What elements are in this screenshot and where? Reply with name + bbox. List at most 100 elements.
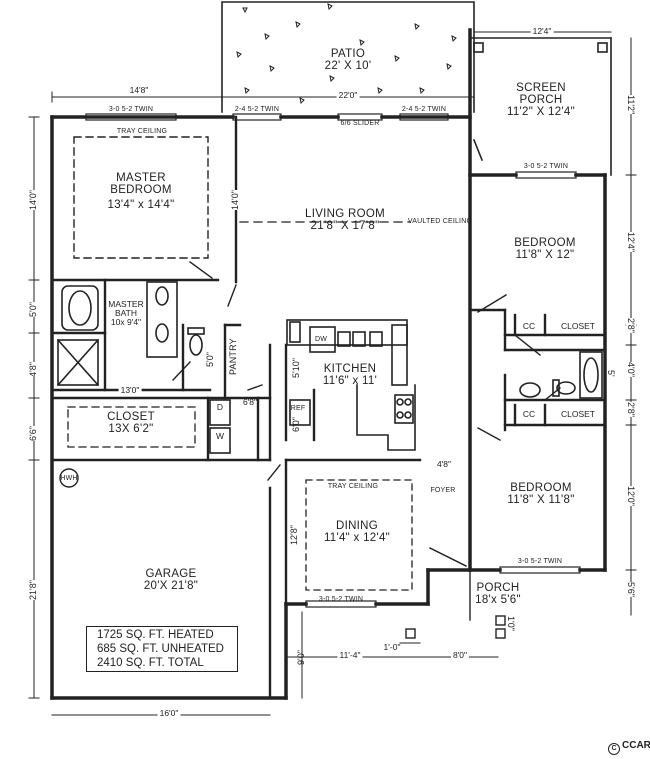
dim-bottom-porch: 8'0" <box>450 650 470 660</box>
ref-note: REF <box>290 405 306 412</box>
dim-right-closet-lower: 2'8" <box>626 402 636 417</box>
dim-right-bedroom-lower: 12'0" <box>626 486 636 506</box>
closet-shelf-lines <box>67 406 196 448</box>
garage-fixtures <box>59 468 79 488</box>
master-bedroom-label: MASTER BEDROOM 13'4" x 14'4" <box>108 172 175 211</box>
master-bedroom-name-1: MASTER <box>116 172 166 184</box>
window-bedroom-upper: 3-0 5-2 TWIN <box>523 163 569 170</box>
bedroom-lower-dims: 11'8" X 11'8" <box>507 494 575 507</box>
living-room-name: LIVING ROOM <box>305 208 385 220</box>
dim-patio-width: 22'0" <box>336 90 360 100</box>
hwh-note: HWH <box>60 475 78 482</box>
dim-top-left-width: 14'8" <box>129 85 149 95</box>
bedroom-lower-name: BEDROOM <box>510 482 572 494</box>
bedroom-lower-label: BEDROOM 11'8" X 11'8" <box>507 482 574 506</box>
master-bedroom-dims: 13'4" x 14'4" <box>107 199 175 212</box>
patio-gravel <box>236 3 457 105</box>
porch-posts <box>405 569 506 639</box>
dim-dining-left: 12'8" <box>289 525 299 545</box>
kitchen-label: KITCHEN 11'6" x 11' <box>323 363 377 387</box>
sqft-total: 2410 SQ. FT. TOTAL <box>97 657 204 669</box>
dim-bottom-left-small: 9'0" <box>296 650 306 665</box>
window-dining: 3-0 5-2 TWIN <box>318 596 364 603</box>
windows <box>85 113 581 608</box>
window-living-left: 2-4 5-2 TWIN <box>234 106 280 113</box>
dim-bath-inner: 5'0" <box>205 352 215 367</box>
screen-porch-outline <box>469 37 612 176</box>
dim-right-screen-porch: 11'2" <box>626 95 636 115</box>
bedroom-upper-dims: 11'8" X 12" <box>515 249 575 262</box>
window-master: 3-0 5-2 TWIN <box>108 106 154 113</box>
dim-right-bedroom-upper: 12'4" <box>626 232 636 252</box>
garage-label: GARAGE 20'X 21'8" <box>144 568 198 592</box>
dim-left-closet: 6'6" <box>28 426 38 441</box>
dim-bottom-garage: 16'0" <box>157 708 181 718</box>
master-tray-ceiling <box>73 136 209 259</box>
dim-screen-porch-width: 12'4" <box>530 26 554 36</box>
dim-pantry-gap: 6'8" <box>242 397 258 407</box>
slider-note: 6/6 SLIDER <box>340 120 380 127</box>
sqft-unheated: 685 SQ. FT. UNHEATED <box>97 643 224 655</box>
dryer-note: D <box>216 402 224 412</box>
dim-foyer-width: 4'8" <box>436 459 452 469</box>
master-bath-fixtures <box>56 281 231 454</box>
dim-kitchen-left: 5'10" <box>291 358 301 378</box>
dim-left-garage: 21'8" <box>28 580 38 600</box>
dim-porch-small: 1'0" <box>506 616 516 631</box>
dim-right-closet-upper: 2'8" <box>626 318 636 333</box>
kitchen-dims: 11'6" x 11' <box>322 375 378 388</box>
dim-ref-side: 6'0" <box>291 417 301 432</box>
dim-master-inner: 14'0" <box>230 190 240 210</box>
bedroom-upper-label: BEDROOM 11'8" X 12" <box>514 237 576 261</box>
foyer-note: FOYER <box>430 487 456 494</box>
dim-right-bath: 4'0" <box>626 362 636 377</box>
master-bedroom-name-2: BEDROOM <box>110 184 172 197</box>
exterior-walls <box>50 28 607 700</box>
dining-label: DINING 11'4" x 12'4" <box>324 520 390 544</box>
dim-closet-width: 13'0" <box>118 385 142 395</box>
master-bath-label: MASTER BATH 10x 9'4" <box>108 300 143 327</box>
dim-right-bath-small: 5' <box>606 370 616 377</box>
porch-dims: 18'x 5'6" <box>475 594 521 607</box>
porch-label: PORCH 18'x 5'6" <box>475 582 521 606</box>
tray-ceiling-dining-note: TRAY CEILING <box>327 483 379 490</box>
hall-bath-fixtures <box>519 351 603 399</box>
pantry-note: PANTRY <box>228 338 238 375</box>
master-bath-dims: 10x 9'4" <box>110 316 142 327</box>
screen-porch-name-2: PORCH <box>519 94 563 107</box>
tray-ceiling-master-note: TRAY CEILING <box>116 128 168 135</box>
closet-lower-note: CLOSET <box>560 409 596 419</box>
dim-left-shower: 4'8" <box>28 362 38 377</box>
closet-master-label: CLOSET 13X 6'2" <box>107 411 155 435</box>
dining-dims: 11'4" x 12'4" <box>323 532 391 545</box>
closet-master-name: CLOSET <box>107 411 155 423</box>
screen-porch-label: SCREEN PORCH 11'2" X 12'4" <box>507 82 575 118</box>
sqft-heated: 1725 SQ. FT. HEATED <box>97 629 214 641</box>
window-bedroom-lower: 3-0 5-2 TWIN <box>517 558 563 565</box>
window-living-right: 2-4 5-2 TWIN <box>401 106 447 113</box>
dw-note: DW <box>314 336 328 343</box>
living-room-label: LIVING ROOM 21'8" X 17'8" <box>305 208 385 232</box>
master-bath-name-2: BATH <box>114 307 138 318</box>
patio-label: PATIO 22' X 10' <box>325 48 372 72</box>
dining-name: DINING <box>335 520 379 532</box>
logo-text: CCAR <box>622 740 650 751</box>
dim-bottom-small: 1'-0" <box>383 642 401 652</box>
patio-dims: 22' X 10' <box>324 60 372 73</box>
kitchen-name: KITCHEN <box>323 363 377 375</box>
patio-name: PATIO <box>330 48 366 60</box>
dining-tray-ceiling <box>305 479 413 591</box>
dim-left-master: 14'0" <box>28 190 38 210</box>
closet-upper-note: CLOSET <box>560 321 596 331</box>
closet-master-dims: 13X 6'2" <box>108 423 154 436</box>
garage-dims: 20'X 21'8" <box>143 580 199 593</box>
square-footage-box: 1725 SQ. FT. HEATED 685 SQ. FT. UNHEATED… <box>86 626 238 672</box>
kitchen-fixtures <box>286 319 416 451</box>
washer-note: W <box>215 431 225 441</box>
master-bath-name-1: MASTER <box>108 299 144 309</box>
garage-name: GARAGE <box>145 568 197 580</box>
screen-porch-name-1: SCREEN <box>516 82 566 94</box>
dim-right-porch: 5'6" <box>626 582 636 597</box>
